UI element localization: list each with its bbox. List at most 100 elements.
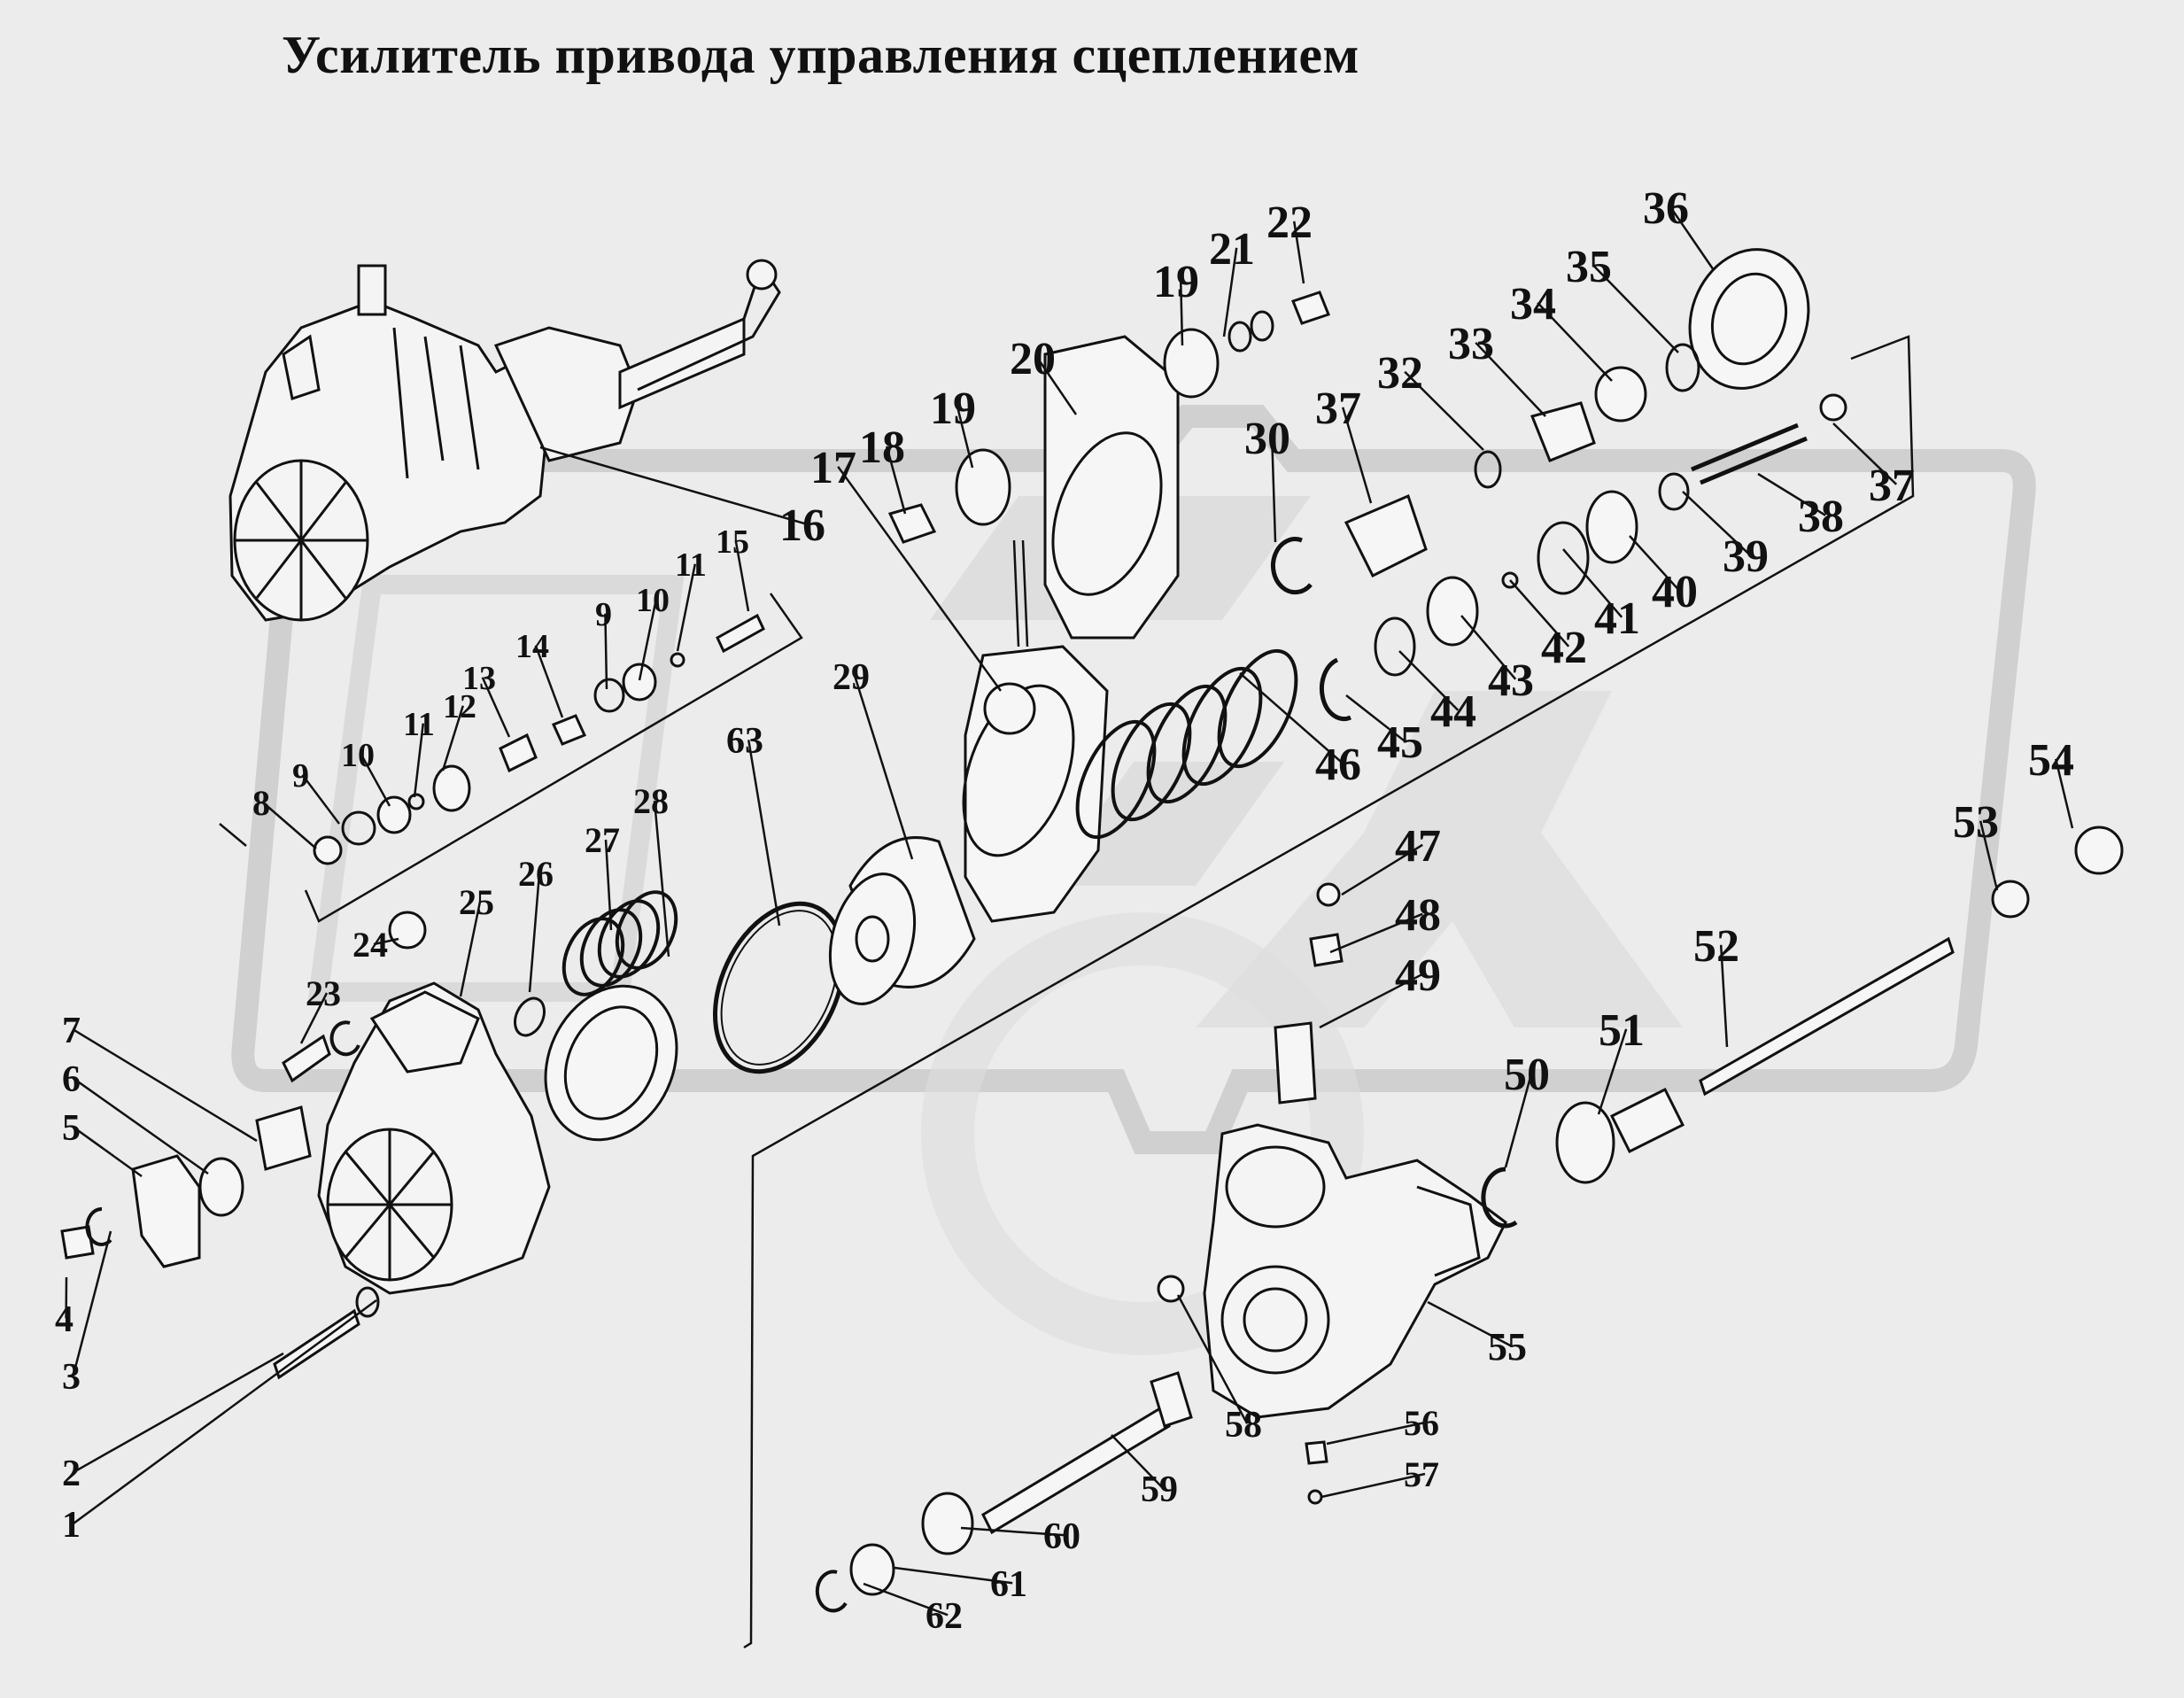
leader-line-c42 bbox=[1509, 579, 1570, 647]
leader-line-c21 bbox=[1222, 247, 1238, 337]
part-callout-c63: 63 bbox=[726, 721, 763, 762]
rear-valve-housing bbox=[1203, 1123, 1507, 1419]
leader-line-c9a bbox=[301, 773, 340, 825]
part-callout-c15: 15 bbox=[716, 523, 749, 561]
part-callout-c34: 34 bbox=[1510, 279, 1556, 330]
leader-line-c48 bbox=[1329, 912, 1423, 954]
leader-line-c49 bbox=[1319, 973, 1423, 1029]
part-callout-c19b: 19 bbox=[1153, 257, 1199, 307]
leader-line-c51 bbox=[1597, 1028, 1628, 1115]
part-callout-c42: 42 bbox=[1541, 623, 1587, 673]
leader-line-c50 bbox=[1504, 1073, 1533, 1168]
part-callout-c54: 54 bbox=[2028, 735, 2074, 786]
part-callout-c27: 27 bbox=[585, 820, 620, 860]
part-callout-c35: 35 bbox=[1566, 242, 1612, 292]
part-shapes bbox=[60, 248, 2124, 1613]
leader-line-c56 bbox=[1326, 1421, 1426, 1446]
part-callout-c37a: 37 bbox=[1315, 384, 1361, 434]
part-callout-c32: 32 bbox=[1377, 348, 1423, 399]
part-callout-c10b: 10 bbox=[636, 582, 670, 619]
leader-line-c59 bbox=[1111, 1434, 1165, 1490]
leader-line-c36 bbox=[1669, 206, 1715, 271]
part-callout-c61: 61 bbox=[990, 1564, 1027, 1605]
leader-line-c9b bbox=[604, 613, 608, 690]
part-callout-c45: 45 bbox=[1377, 717, 1423, 768]
part-callout-c50: 50 bbox=[1504, 1050, 1550, 1100]
leader-line-c10b bbox=[638, 599, 658, 681]
part-callout-c8: 8 bbox=[252, 783, 270, 823]
leader-line-c37a bbox=[1342, 407, 1373, 504]
part-callout-c46: 46 bbox=[1315, 740, 1361, 790]
diagram-title: Усилитель привода управления сцеплением bbox=[282, 26, 1359, 84]
leader-line-c19b bbox=[1179, 280, 1184, 346]
part-callout-c33: 33 bbox=[1448, 319, 1494, 369]
leader-line-c5 bbox=[72, 1126, 143, 1178]
leader-line-c44 bbox=[1398, 650, 1460, 711]
leader-line-c29 bbox=[854, 675, 914, 860]
leader-line-c24 bbox=[373, 937, 399, 946]
leader-line-c26 bbox=[528, 872, 541, 993]
part-callout-c1: 1 bbox=[62, 1505, 81, 1546]
part-callout-c49: 49 bbox=[1395, 950, 1441, 1001]
leader-line-c35 bbox=[1592, 264, 1679, 353]
leader-line-c39 bbox=[1682, 491, 1752, 556]
part-callout-c6: 6 bbox=[62, 1059, 81, 1100]
leader-line-c46 bbox=[1239, 672, 1344, 764]
part-callout-c41: 41 bbox=[1594, 593, 1640, 644]
part-callout-c60: 60 bbox=[1043, 1516, 1080, 1557]
leader-lines bbox=[65, 206, 2074, 1617]
part-callout-c29: 29 bbox=[833, 657, 870, 698]
part-callout-c58: 58 bbox=[1225, 1405, 1262, 1446]
part-callout-c62: 62 bbox=[925, 1596, 963, 1637]
leader-line-c54 bbox=[2054, 758, 2074, 829]
part-callout-c16: 16 bbox=[779, 500, 825, 551]
part-callout-c23: 23 bbox=[306, 973, 341, 1013]
leader-line-c38 bbox=[1757, 472, 1826, 516]
part-callout-c59: 59 bbox=[1141, 1469, 1178, 1510]
leader-line-c30 bbox=[1270, 437, 1277, 543]
leader-line-c55 bbox=[1427, 1300, 1512, 1347]
part-callout-c4: 4 bbox=[55, 1299, 74, 1340]
leader-line-c43 bbox=[1460, 615, 1517, 680]
part-callout-c11a: 11 bbox=[403, 706, 435, 743]
leader-line-c40 bbox=[1629, 535, 1681, 592]
part-callout-c5: 5 bbox=[62, 1108, 81, 1149]
part-callout-c57: 57 bbox=[1404, 1454, 1439, 1494]
leader-line-c47 bbox=[1341, 843, 1423, 896]
leader-line-c3 bbox=[72, 1230, 112, 1376]
part-callout-c11b: 11 bbox=[675, 547, 707, 584]
part-callout-c25: 25 bbox=[459, 882, 494, 922]
part-callout-c51: 51 bbox=[1599, 1005, 1645, 1056]
leader-line-c7 bbox=[72, 1028, 258, 1143]
leader-line-c11a bbox=[413, 723, 425, 798]
leader-line-c41 bbox=[1562, 548, 1623, 618]
leader-line-c23 bbox=[299, 992, 329, 1044]
leader-line-c16 bbox=[539, 446, 808, 526]
part-callout-c21: 21 bbox=[1209, 224, 1255, 275]
leader-line-c22 bbox=[1292, 221, 1305, 284]
part-callout-c47: 47 bbox=[1395, 821, 1441, 872]
leader-line-c63 bbox=[747, 740, 781, 927]
part-callout-c56: 56 bbox=[1404, 1403, 1439, 1443]
leader-line-c61 bbox=[894, 1566, 1013, 1585]
part-callout-c48: 48 bbox=[1395, 890, 1441, 941]
leader-line-c37b bbox=[1832, 423, 1898, 485]
part-callout-c55: 55 bbox=[1488, 1325, 1527, 1368]
leader-line-c11b bbox=[676, 563, 697, 652]
assembled-clutch-booster bbox=[228, 259, 781, 622]
leader-line-c20 bbox=[1036, 357, 1078, 415]
part-callout-c39: 39 bbox=[1723, 531, 1769, 582]
leader-line-c15 bbox=[734, 540, 750, 612]
leader-line-c17 bbox=[837, 466, 1003, 692]
part-callout-c40: 40 bbox=[1652, 567, 1698, 617]
leader-line-c34 bbox=[1537, 301, 1613, 382]
part-callout-c36: 36 bbox=[1643, 183, 1689, 234]
part-callout-c37b: 37 bbox=[1869, 461, 1915, 511]
leader-line-c25 bbox=[459, 901, 482, 997]
leader-line-c58 bbox=[1176, 1294, 1249, 1424]
part-callout-c22: 22 bbox=[1266, 198, 1313, 248]
leader-line-c33 bbox=[1475, 341, 1546, 417]
part-callout-c9b: 9 bbox=[595, 596, 612, 633]
leader-line-c27 bbox=[604, 839, 613, 931]
